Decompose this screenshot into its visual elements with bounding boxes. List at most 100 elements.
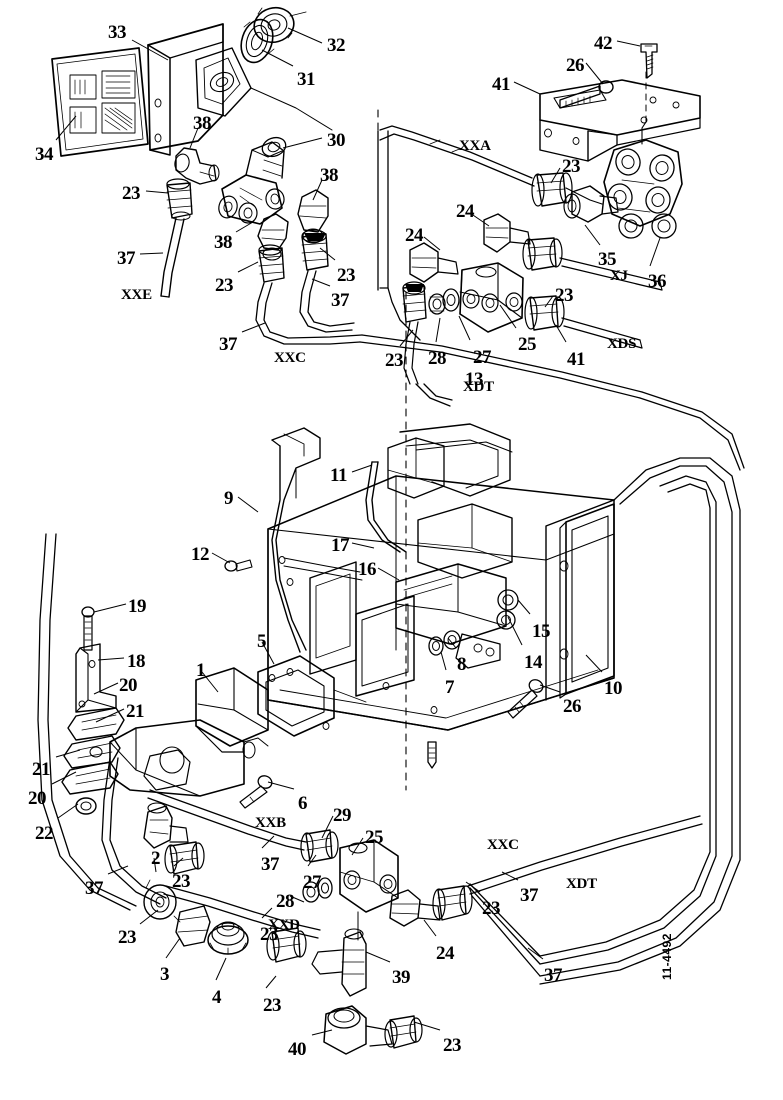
part-32-knob <box>253 6 307 44</box>
part-27-28-washers <box>428 288 460 315</box>
callout-21: 21 <box>126 701 145 722</box>
part-15-knobs <box>496 589 519 630</box>
callout-23: 23 <box>482 898 501 919</box>
part-23-coupling-lower-a <box>164 841 205 875</box>
part-25-valve-block <box>459 262 524 333</box>
part-26-bolt-top <box>559 80 614 109</box>
callout-23: 23 <box>118 927 137 948</box>
callout-12: 12 <box>191 544 210 565</box>
part-42-screw <box>640 43 658 79</box>
callout-18: 18 <box>127 651 146 672</box>
part-9-curved-bracket <box>271 427 363 653</box>
callout-42: 42 <box>594 33 613 54</box>
callout-23: 23 <box>122 183 141 204</box>
part-40-fitting <box>323 1005 393 1055</box>
route-code-xxb: XXB <box>255 815 286 831</box>
callout-10: 10 <box>604 678 623 699</box>
route-code-xds: XDS <box>607 336 637 352</box>
callout-36: 36 <box>648 271 667 292</box>
callout-23: 23 <box>562 156 581 177</box>
part-24-elbow-b <box>483 213 531 253</box>
part-17-module-top <box>387 423 513 499</box>
callout-41: 41 <box>492 74 511 95</box>
callout-23: 23 <box>385 350 404 371</box>
callout-23: 23 <box>263 995 282 1016</box>
callout-25: 25 <box>518 334 537 355</box>
route-code-xxd: XXD <box>268 917 300 933</box>
callout-37: 37 <box>261 854 280 875</box>
callout-24: 24 <box>456 201 475 222</box>
callout-20: 20 <box>119 675 138 696</box>
callout-38: 38 <box>214 232 233 253</box>
hose-upper-left-down <box>415 383 453 407</box>
part-26-bolt-lower <box>507 679 544 719</box>
hose-xj <box>559 257 663 291</box>
part-29-coupling <box>300 829 339 863</box>
callout-32: 32 <box>327 35 346 56</box>
callout-27: 27 <box>473 347 492 368</box>
part-4-cap <box>207 921 249 955</box>
callout-3: 3 <box>160 964 170 985</box>
part-41-bracket <box>539 79 701 162</box>
part-19-bolt <box>81 606 95 651</box>
part-27-28-washers-lower <box>302 877 333 903</box>
part-7-8-fittings <box>428 630 501 669</box>
callout-37: 37 <box>544 965 563 986</box>
route-code-xdt: XDT <box>566 876 597 892</box>
callout-23: 23 <box>555 285 574 306</box>
callout-24: 24 <box>405 225 424 246</box>
part-23-coupling-bottom-a <box>266 927 307 963</box>
callout-17: 17 <box>331 535 350 556</box>
callout-21: 21 <box>32 759 51 780</box>
part-6-bolt <box>239 775 273 809</box>
callout-39: 39 <box>392 967 411 988</box>
part-24-elbow-a <box>409 242 459 283</box>
part-23-coupling-c <box>301 229 329 271</box>
callout-23: 23 <box>337 265 356 286</box>
callout-29: 29 <box>333 805 352 826</box>
callout-38: 38 <box>320 165 339 186</box>
callout-35: 35 <box>598 249 617 270</box>
callout-28: 28 <box>276 891 295 912</box>
part-11-rod <box>365 461 407 553</box>
part-23-coupling-b <box>258 244 285 283</box>
part-23-coupling-valve <box>402 281 427 385</box>
part-2-fitting <box>143 802 189 849</box>
callout-23: 23 <box>215 275 234 296</box>
part-3-fitting <box>175 905 211 947</box>
part-23-coupling-xj <box>522 237 563 271</box>
part-1-pump-body <box>109 667 269 797</box>
callout-27: 27 <box>303 872 322 893</box>
callout-16: 16 <box>358 559 377 580</box>
part-20-clamp-a <box>67 707 125 741</box>
part-23-coupling-xxc-lower <box>432 885 473 921</box>
part-30-valve-body <box>218 136 287 225</box>
callout-31: 31 <box>297 69 316 90</box>
callout-30: 30 <box>327 130 346 151</box>
part-14-module <box>417 503 513 579</box>
callout-41: 41 <box>567 349 586 370</box>
hose-xxd <box>163 885 321 939</box>
route-code-xxc: XXC <box>487 837 519 853</box>
hose-xxa <box>377 125 535 341</box>
callout-2: 2 <box>151 848 161 869</box>
part-31-washer <box>240 18 275 64</box>
callout-38: 38 <box>193 113 212 134</box>
hose-xxb <box>147 789 307 851</box>
part-16-module <box>395 563 507 645</box>
callout-33: 33 <box>108 22 127 43</box>
callout-5: 5 <box>257 631 267 652</box>
callout-6: 6 <box>298 793 308 814</box>
callout-7: 7 <box>445 677 455 698</box>
part-25-valve-lower <box>339 839 399 913</box>
part-23-coupling-xxa <box>531 172 603 207</box>
drawing-number: 11-4492 <box>660 933 674 980</box>
part-12-screw <box>224 559 253 572</box>
callout-34: 34 <box>35 144 54 165</box>
part-23-coupling-bottom-b <box>384 1015 423 1049</box>
callout-11: 11 <box>330 465 347 486</box>
part-10-machine-frame <box>267 475 615 731</box>
part-13-screw <box>427 741 437 769</box>
part-23-coupling-a <box>166 178 193 221</box>
